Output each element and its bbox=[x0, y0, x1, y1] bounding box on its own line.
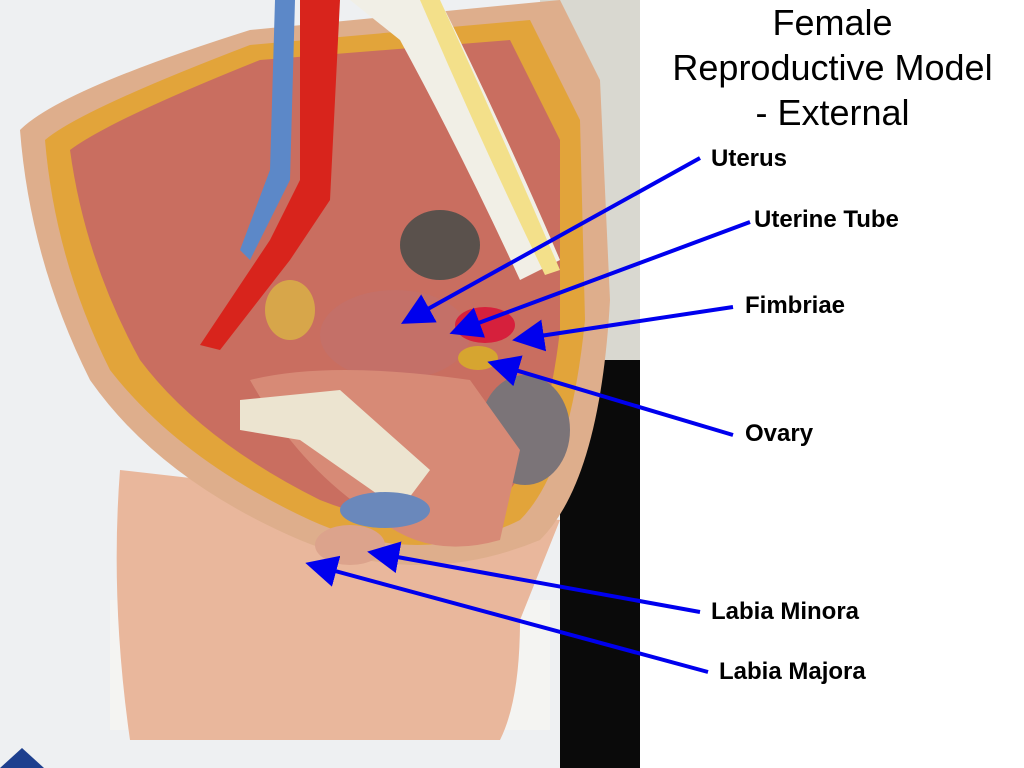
title-line: - External bbox=[755, 92, 910, 133]
label-labia-minora: Labia Minora bbox=[711, 598, 860, 625]
title-line: Female bbox=[772, 2, 893, 43]
label-ovary: Ovary bbox=[745, 420, 814, 447]
label-fimbriae: Fimbriae bbox=[745, 292, 846, 319]
title-line: Reproductive Model bbox=[672, 47, 993, 88]
slide-title: Female Reproductive Model - External bbox=[650, 0, 1015, 135]
publisher-logo-icon bbox=[0, 748, 44, 768]
anatomical-model-photo bbox=[0, 0, 640, 768]
label-uterus: Uterus bbox=[711, 145, 788, 172]
label-labia-majora: Labia Majora bbox=[719, 658, 866, 685]
label-uterine-tube: Uterine Tube bbox=[754, 206, 899, 233]
